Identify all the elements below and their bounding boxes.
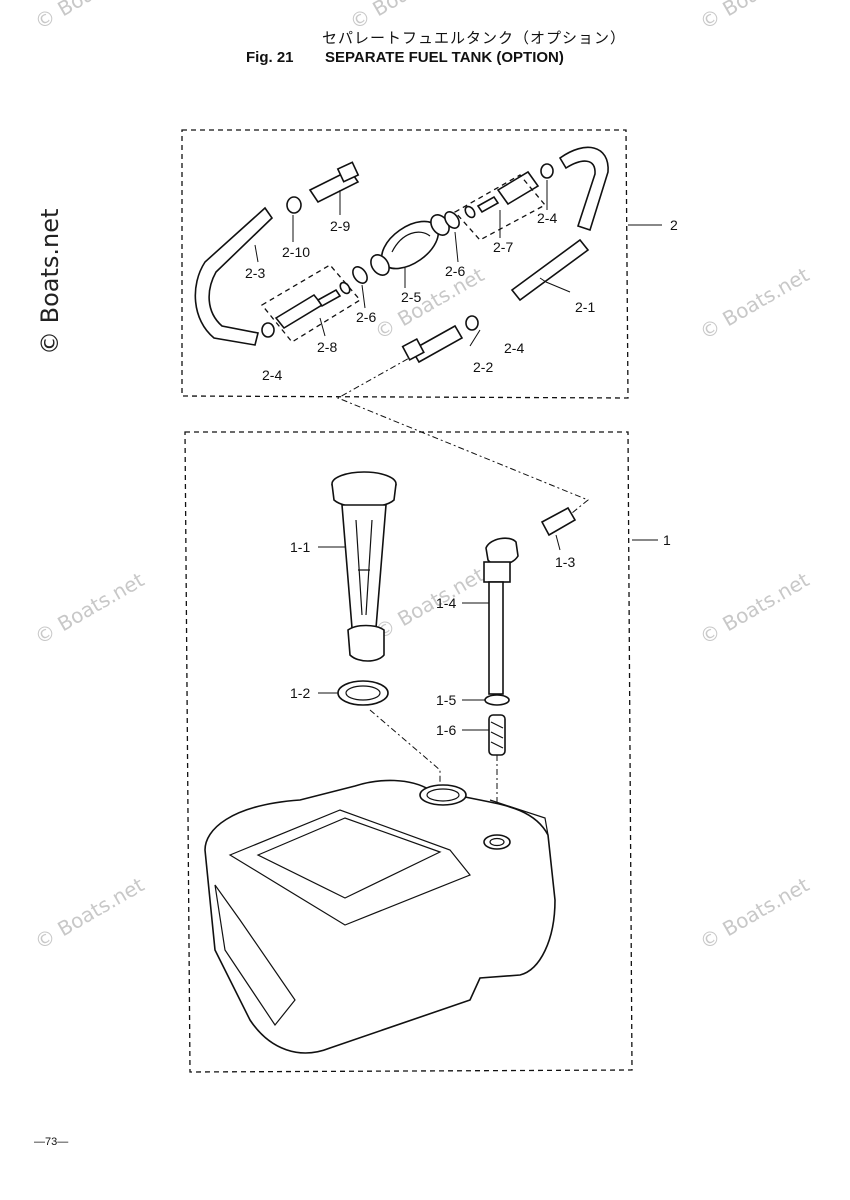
washer-2-10 [286,196,302,214]
part-label-2-4: 2-4 [537,210,557,226]
primer-bulb-ridge [391,231,431,253]
clamp-2-6-right [444,211,460,229]
watermark: © Boats.net [31,872,149,954]
watermark: © Boats.net [346,0,464,34]
tank-top-recess [256,817,442,899]
part-label-2-2: 2-2 [473,359,493,375]
fuel-tank [204,779,556,1054]
nut-2-4-left [261,322,275,338]
pickup-fitting [483,561,511,583]
filter-mesh [490,721,504,749]
group-1-box [184,431,633,1073]
oring-2-7 [464,205,476,219]
connector-2-7 [496,170,540,206]
tank-top-panel [228,809,471,926]
connector-2-8-tip [316,288,342,308]
joint-1-3 [540,506,577,537]
watermark: © Boats.net [31,567,149,649]
part-label-2-9: 2-9 [330,218,350,234]
connection-line-filler [369,709,441,790]
watermark: © Boats.net [696,262,814,344]
gauge-float-rod [355,519,373,616]
watermark: © Boats.net [696,872,814,954]
watermark-side: © Boats.net [36,209,64,355]
title-japanese: セパレートフュエルタンク（オプション） [322,29,627,47]
watermark: © Boats.net [31,0,149,34]
part-label-2-3: 2-3 [245,265,265,281]
group-1-label: 1 [663,532,671,548]
pickup-tube-1-4 [488,581,504,695]
part-label-2-5: 2-5 [401,289,421,305]
tank-pickup-port [483,834,511,850]
part-label-2-6: 2-6 [356,309,376,325]
clamp-2-6-left [352,266,368,284]
group-2-box [181,129,629,399]
hose-upper-right [558,146,609,232]
pickup-elbow [485,537,519,566]
group-2-label: 2 [670,217,678,233]
subgroup-2-7-box [453,174,547,241]
part-label-1-3: 1-3 [555,554,575,570]
group-2-leaders [254,180,571,347]
connection-line [336,351,589,514]
tank-shoulder [489,799,549,836]
oring-2-8 [339,281,351,295]
figure-number: Fig. 21 [246,49,294,66]
fuel-tank-assembly [204,471,577,1054]
fitting-2-2-hex [401,337,425,361]
part-label-2-6: 2-6 [445,263,465,279]
part-label-1-2: 1-2 [290,685,310,701]
tank-filler-opening [426,788,460,802]
part-label-2-4: 2-4 [504,340,524,356]
connector-2-8 [274,293,324,330]
tank-pickup-hole [489,837,505,847]
part-label-2-7: 2-7 [493,239,513,255]
part-label-1-4: 1-4 [436,595,456,611]
part-label-1-1: 1-1 [290,539,310,555]
tank-filler-neck [419,784,467,806]
part-label-2-1: 2-1 [575,299,595,315]
part-label-1-6: 1-6 [436,722,456,738]
connector-2-7-tip [476,195,500,214]
group-1-leaders [318,534,561,731]
fitting-2-2 [410,324,464,364]
nut-2-4-lower [465,315,479,331]
gauge-cap-body [331,483,397,509]
subgroup-2-8-box [261,264,361,343]
watermark: © Boats.net [696,567,814,649]
gauge-base [347,624,385,662]
watermark: © Boats.net [696,0,814,34]
fitting-2-9-hex [336,161,360,183]
oring-1-5 [484,694,510,706]
nut-2-4-right [540,163,554,179]
part-label-2-4: 2-4 [262,367,282,383]
page-number: —73— [34,1136,69,1148]
fuel-hose-assembly [194,146,609,364]
part-label-1-5: 1-5 [436,692,456,708]
bulb-end-left [370,254,390,276]
hose-2-1 [510,238,590,302]
tank-handle-left [214,884,296,1027]
gauge-1-1 [341,504,387,629]
gasket-1-2-inner [345,685,381,701]
title-english: SEPARATE FUEL TANK (OPTION) [325,49,564,66]
watermark: © Boats.net [371,262,489,344]
part-label-2-10: 2-10 [282,244,310,260]
part-label-2-8: 2-8 [317,339,337,355]
hose-2-3 [194,206,274,346]
